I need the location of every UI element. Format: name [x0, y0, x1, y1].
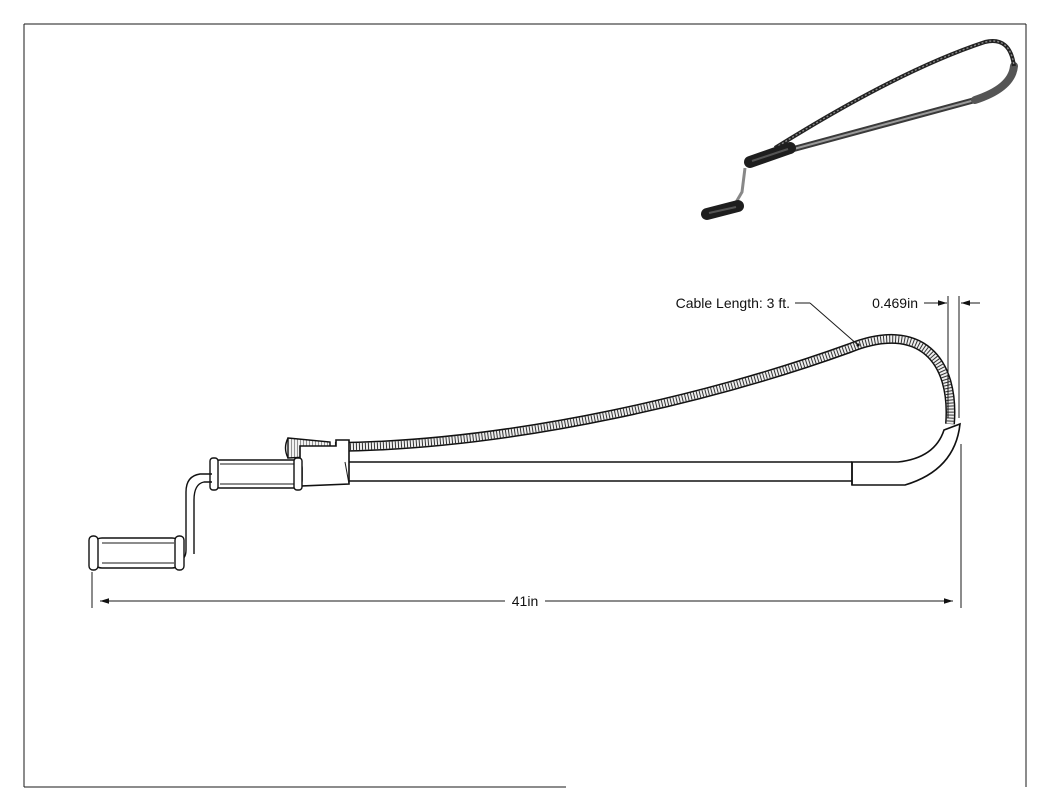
overall-length-label: 41in [512, 593, 538, 609]
isometric-view [701, 39, 1018, 220]
diameter-label: 0.469in [872, 295, 918, 311]
front-grip [209, 457, 303, 491]
collar-housing [299, 439, 350, 487]
crank-handle [88, 535, 185, 571]
main-view [88, 333, 961, 571]
cable [334, 333, 956, 452]
drawing-border [23, 23, 1027, 788]
cable-length-label: Cable Length: 3 ft. [676, 295, 790, 311]
rod [345, 461, 852, 482]
dimensions: 41in 0.469in Cable Length: 3 ft. [91, 295, 980, 609]
curved-end [851, 422, 961, 486]
